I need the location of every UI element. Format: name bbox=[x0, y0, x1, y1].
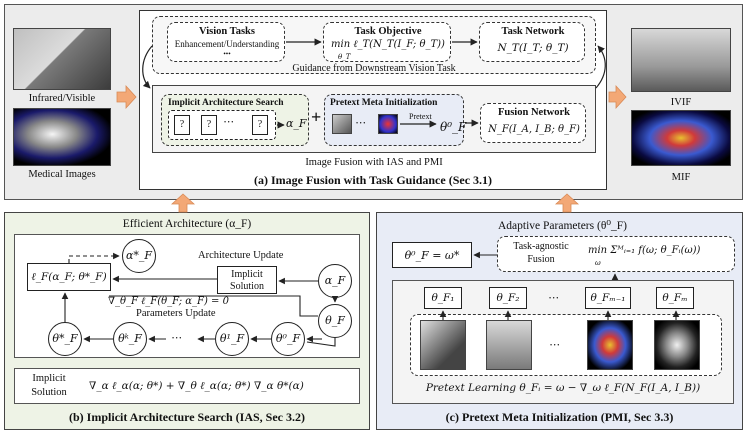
task-objective-box: Task Objective min ℓ_T(N_T(I_F; θ_T)) θ_… bbox=[323, 22, 451, 62]
theta-star-node: θ*_F bbox=[48, 322, 82, 356]
arrow-c-up bbox=[554, 193, 580, 213]
alpha-star-node: α*_F bbox=[122, 239, 156, 273]
theta-1-node: θ¹_F bbox=[215, 322, 249, 356]
gradient-equation: ∇_θ_F ℓ_F(θ_F; α_F) = 0 bbox=[108, 296, 229, 307]
mif-result-image bbox=[631, 110, 731, 166]
implicit-solution-box: Implicit Solution bbox=[217, 266, 277, 294]
ivif-label: IVIF bbox=[670, 97, 692, 108]
ivif-result-image bbox=[631, 28, 731, 92]
chain-dots: • • • bbox=[172, 336, 182, 342]
right-image-column: IVIF MIF bbox=[627, 28, 735, 188]
fusion-caption: Image Fusion with IAS and PMI bbox=[305, 157, 443, 168]
pretext-image-3 bbox=[587, 320, 633, 370]
panel-b-header: Efficient Architecture (α_F) bbox=[122, 218, 252, 230]
pretext-dots: • • • bbox=[550, 343, 560, 349]
theta-f2-box: θ_F₂ bbox=[489, 287, 527, 309]
arrow-left-to-center bbox=[116, 84, 137, 110]
theta-f1-box: θ_F₁ bbox=[424, 287, 462, 309]
theta-eq-box: θ⁰_F = ω* bbox=[392, 242, 472, 268]
agnostic-fusion-box: Task-agnostic Fusion min Σᴹᵢ₌₁ f(ω; θ_Fᵢ… bbox=[497, 236, 735, 272]
infrared-visible-label: Infrared/Visible bbox=[28, 93, 96, 104]
fusion-network-box: Fusion Network N_F(I_A, I_B; θ_F) bbox=[480, 103, 586, 143]
pmi-thumb-2 bbox=[378, 114, 398, 134]
medical-image bbox=[13, 108, 111, 166]
ias-cell-3: ? bbox=[252, 115, 268, 135]
ias-cell-2: ? bbox=[201, 115, 217, 135]
task-network-box: Task Network N_T(I_T; θ_T) bbox=[479, 22, 585, 62]
pretext-image-4 bbox=[654, 320, 700, 370]
guidance-caption: Guidance from Downstream Vision Task bbox=[292, 63, 456, 74]
ias-output: α_F bbox=[286, 117, 307, 130]
infrared-visible-image bbox=[13, 28, 111, 90]
arrow-b-up bbox=[170, 193, 196, 213]
theta-0-node: θ⁰_F bbox=[271, 322, 305, 356]
theta-node: θ_F bbox=[318, 304, 352, 338]
panel-a-title: (a) Image Fusion with Task Guidance (Sec… bbox=[253, 173, 493, 187]
arch-update-label: Architecture Update bbox=[198, 250, 284, 261]
pretext-image-2 bbox=[486, 320, 532, 370]
loss-box: ℓ_F(α_F; θ*_F) bbox=[27, 263, 111, 291]
pmi-thumb-1 bbox=[332, 114, 352, 134]
pretext-image-1 bbox=[420, 320, 466, 370]
pretext-learning: Pretext Learning θ_Fᵢ = ω − ∇_ω ℓ_F(N_F(… bbox=[425, 382, 701, 394]
panel-b-footer: Implicit Solution ∇_α ℓ_α(α; θ*) + ∇_θ ℓ… bbox=[14, 368, 360, 404]
mif-label: MIF bbox=[671, 172, 691, 183]
panel-b-title: (b) Implicit Architecture Search (IAS, S… bbox=[69, 410, 305, 424]
panel-c-title: (c) Pretext Meta Initialization (PMI, Se… bbox=[445, 410, 674, 424]
plus-sign: + bbox=[311, 107, 322, 127]
ias-dots: • • • bbox=[224, 120, 234, 126]
ias-cell-1: ? bbox=[174, 115, 190, 135]
vision-tasks-box: Vision Tasks Enhancement/Understanding •… bbox=[167, 22, 285, 62]
panel-c-header: Adaptive Parameters (θ⁰_F) bbox=[498, 220, 627, 232]
pmi-output: θ⁰_F bbox=[440, 120, 467, 134]
theta-fm1-box: θ_Fₘ₋₁ bbox=[585, 287, 631, 309]
params-update-label: Parameters Update bbox=[136, 308, 216, 319]
medical-images-label: Medical Images bbox=[28, 169, 96, 180]
theta-fm-box: θ_Fₘ bbox=[656, 287, 694, 309]
arrow-center-to-right bbox=[608, 84, 627, 110]
pmi-arrow-label: Pretext bbox=[409, 112, 432, 121]
theta-k-node: θᵏ_F bbox=[113, 322, 147, 356]
theta-dots: • • • bbox=[549, 296, 559, 302]
left-image-column: Infrared/Visible Medical Images bbox=[13, 28, 111, 180]
pmi-dots: • • • bbox=[356, 121, 366, 127]
